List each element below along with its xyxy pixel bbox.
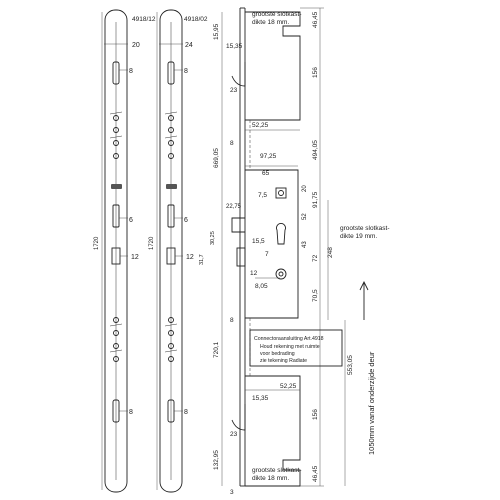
profile-dim-9: 720,1	[213, 341, 220, 358]
mid-dim-4: 8	[184, 409, 188, 416]
notes: grootste slotkast- dikte 18 mm. grootste…	[249, 11, 390, 482]
mid-strip-label: 4918/02	[184, 16, 208, 23]
right-dim-13: 46,45	[312, 465, 319, 482]
lock-dim-9: 52,25	[280, 383, 297, 390]
right-dim-4: 20	[302, 185, 308, 192]
profile-dim-10: 8	[230, 317, 234, 324]
profile-dim-8: 669,05	[213, 148, 220, 168]
box-line3: voor bedrading	[260, 351, 295, 357]
lock-dim-2: 97,25	[260, 153, 277, 160]
right-dim-12: 156	[312, 409, 319, 420]
note-bottom-line1: grootste slotkast-	[252, 467, 302, 474]
lock-dim-1: 52,25	[252, 122, 269, 129]
note-floor-height: 1050mm vanaf onderzijde deur	[367, 351, 376, 455]
lock-dim-6: 7	[265, 251, 269, 258]
profile-dim-14: 3	[230, 489, 234, 496]
right-dim-1: 46,45	[312, 11, 319, 28]
profile-dim-11: 132,95	[213, 450, 220, 470]
mid-length-dim: 1720	[149, 236, 155, 250]
left-dim-4: 8	[129, 409, 133, 416]
mid-faceplate: 4918/02 24 1720 8 6 12 8	[149, 9, 208, 493]
profile-dim-4: 8	[230, 140, 234, 147]
mid-dim-2: 6	[184, 217, 188, 224]
right-dim-8: 72	[312, 254, 319, 262]
right-dim-11: 553,05	[347, 355, 354, 375]
left-strip-label: 4918/12	[132, 16, 156, 23]
profile-dim-3: 23	[230, 87, 238, 94]
profile-dim-12: 15,35	[252, 395, 269, 402]
box-line2: Houd rekening met ruimte	[260, 344, 320, 350]
box-line1: Connectoraansluiting Art.4918	[254, 336, 324, 342]
right-dim-5: 91,75	[312, 191, 319, 208]
left-faceplate: 4918/12 20 1720 8 6 12	[94, 9, 156, 493]
right-dim-7: 43	[302, 241, 308, 248]
note-mid-line2: dikte 19 mm.	[340, 233, 377, 240]
left-length-dim: 1720	[94, 236, 100, 250]
lock-dim-8: 8,05	[255, 283, 268, 290]
note-bottom-line2: dikte 18 mm.	[252, 475, 289, 482]
profile-dim-7: 31,7	[199, 254, 205, 265]
mid-dim-3: 12	[186, 254, 194, 261]
mid-dim-1: 8	[184, 68, 188, 75]
note-mid-line1: grootste slotkast-	[340, 225, 390, 232]
lock-dim-3: 65	[262, 170, 270, 177]
left-width-dim: 20	[132, 42, 140, 49]
profile-dim-2: 15,35	[226, 43, 243, 50]
note-top-line1: grootste slotkast-	[252, 11, 302, 18]
note-top-line2: dikte 18 mm.	[252, 19, 289, 26]
lock-dim-7: 12	[250, 270, 258, 277]
right-dim-3: 494,05	[312, 140, 319, 160]
right-dimensions: 46,45 156 494,05 20 91,75 52 43 72 248 7…	[300, 7, 354, 487]
side-profile: 15,95 15,35 23 8 22,75 30,25 31,7 669,05…	[199, 7, 269, 496]
left-dim-2: 6	[129, 217, 133, 224]
right-dim-6: 52	[302, 213, 308, 220]
profile-dim-1: 15,95	[213, 23, 220, 40]
profile-dim-5: 22,75	[226, 204, 242, 210]
box-line4: zie tekening Radiate	[260, 358, 307, 364]
lock-dim-5: 15,5	[252, 238, 265, 245]
lock-dim-4: 7,5	[258, 192, 267, 199]
profile-dim-6: 30,25	[210, 231, 216, 245]
right-dim-9: 248	[327, 247, 334, 258]
right-dim-10: 70,5	[312, 289, 319, 302]
mid-width-dim: 24	[185, 42, 193, 49]
left-dim-3: 12	[131, 254, 139, 261]
lock-body: 52,25 97,25 65 7,5 15,5 7 12 8,05 52,25	[245, 11, 301, 487]
right-dim-2: 156	[312, 67, 319, 78]
left-dim-1: 8	[129, 68, 133, 75]
profile-dim-13: 23	[230, 431, 238, 438]
